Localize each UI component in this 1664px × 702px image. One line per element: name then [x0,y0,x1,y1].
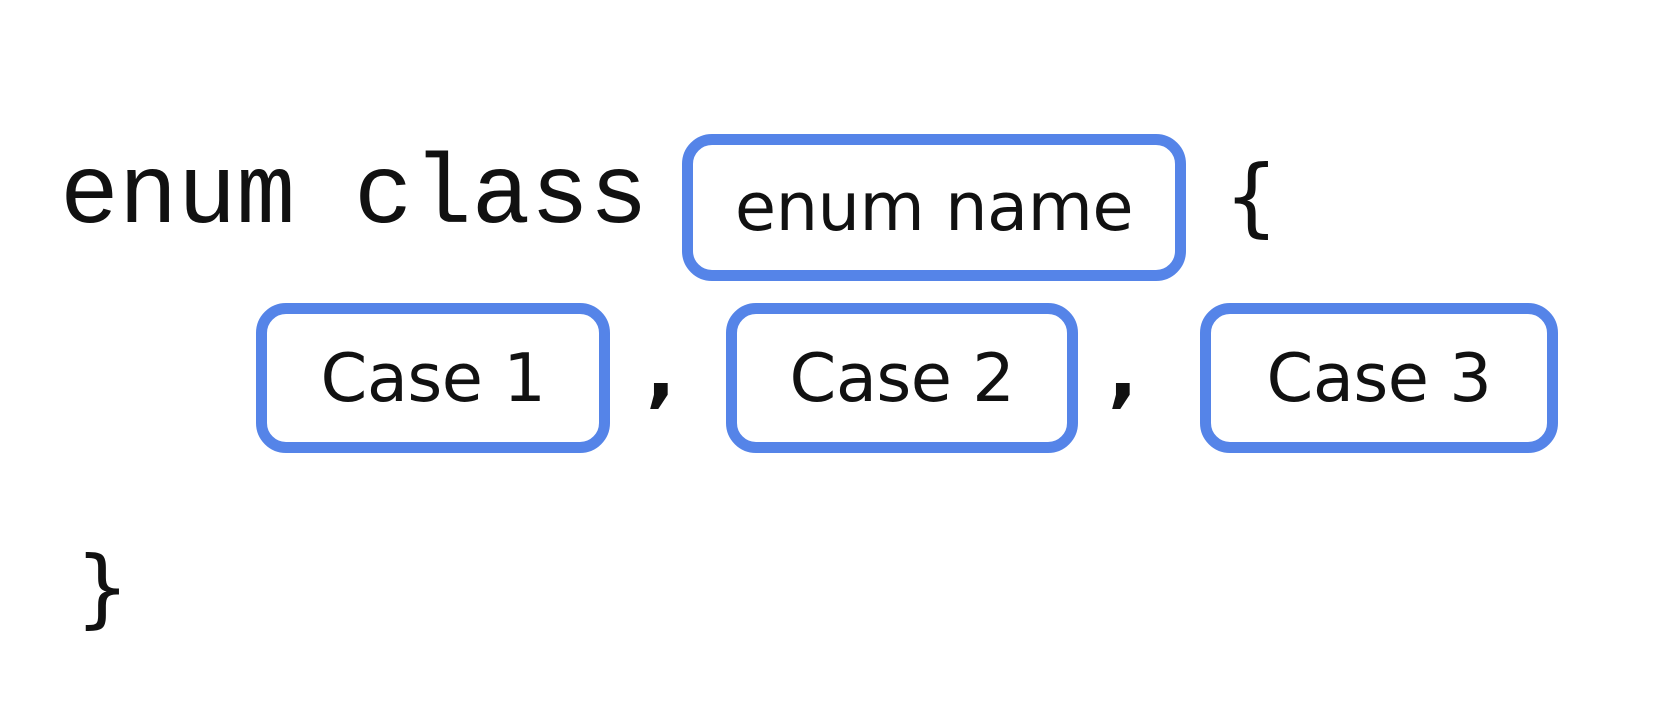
close-brace: } [75,538,130,638]
open-brace: { [1224,147,1279,247]
separator-comma-2: , [1108,327,1138,417]
case-2-placeholder-box: Case 2 [726,303,1078,453]
case-1-label: Case 1 [320,338,546,417]
case-3-label: Case 3 [1266,338,1492,417]
enum-class-keyword: enum class [60,141,649,252]
separator-comma-1: , [646,327,676,417]
case-1-placeholder-box: Case 1 [256,303,610,453]
enum-name-placeholder-box: enum name [682,134,1186,281]
enum-name-label: enum name [734,168,1134,246]
case-2-label: Case 2 [789,338,1015,417]
case-3-placeholder-box: Case 3 [1200,303,1558,453]
